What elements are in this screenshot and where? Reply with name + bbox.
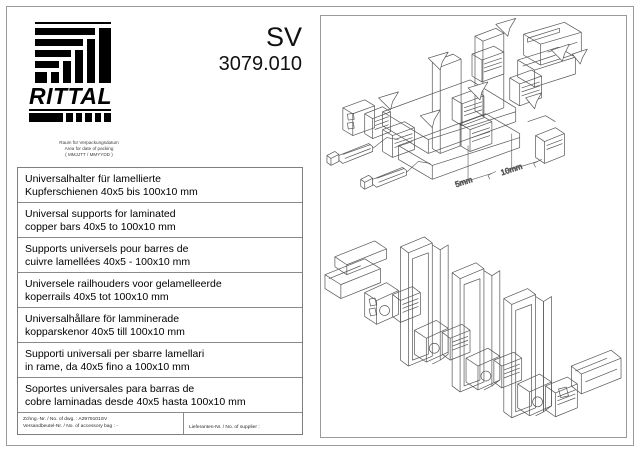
drawing-number: Zchng.-Nr. / No. of dwg. : A2979101SV [23, 417, 108, 422]
description-line: cobre laminadas desde 40x5 hasta 100x10 … [25, 395, 246, 408]
description-line: Soportes universales para barras de [25, 383, 195, 395]
table-row: Soportes universales para barras de cobr… [18, 378, 302, 413]
description-line: Universele railhouders voor gelamelleerd… [25, 278, 222, 290]
description-line: Supporti universali per sbarre lamellari [25, 348, 205, 360]
assembled-busbar-diagram [324, 236, 622, 419]
supplier-number: Lieferanten-Nr. / No. of supplier : [189, 425, 260, 430]
description-line: cuivre lamellées 40x5 - 100x10 mm [25, 255, 191, 268]
logo-bar-code [29, 113, 112, 122]
dimension-label-10mm: 10mm [500, 162, 524, 177]
page-title: SV [265, 22, 302, 52]
description-line: Kupferschienen 40x5 bis 100x10 mm [25, 185, 198, 198]
rittal-logo: RITTAL [29, 17, 119, 125]
description-line: kopparskenor 40x5 till 100x10 mm [25, 325, 185, 338]
exploded-assembly-diagram: 5mm 10mm [326, 18, 588, 190]
table-row: Supporti universali per sbarre lamellari… [18, 343, 302, 378]
part-number: 3079.010 [218, 53, 302, 75]
table-row: Universele railhouders voor gelamelleerd… [18, 273, 302, 308]
dimension-label-5mm: 5mm [454, 175, 474, 189]
description-line: Supports universels pour barres de [25, 243, 189, 255]
datasheet-page: RITTAL Raum für Verpackungsdatum Area fo… [6, 6, 634, 446]
description-line: in rame, da 40x5 fino a 100x10 mm [25, 360, 190, 373]
description-line: Universalhållare för lamminerade [25, 313, 180, 325]
description-line: Universalhalter für lamellierte [25, 173, 161, 185]
product-title-area: SV 3079.010 [219, 23, 302, 76]
rittal-logo-icon [29, 17, 111, 83]
table-row: Universalhållare för lamminerade koppars… [18, 308, 302, 343]
technical-drawing-panel: 5mm 10mm [320, 15, 627, 438]
accessory-bag-number: Versandbeutel-Nr. / No. of accessory bag… [23, 424, 118, 430]
description-line: koperrails 40x5 tot 100x10 mm [25, 290, 169, 303]
packaging-date-area: Raum für Verpackungsdatum Area for date … [29, 140, 149, 159]
description-line: copper bars 40x5 to 100x10 mm [25, 220, 176, 233]
footer-left-cell: Zchng.-Nr. / No. of dwg. : A2979101SV Ve… [18, 413, 184, 434]
logo-divider [29, 109, 111, 111]
description-line: Universal supports for laminated [25, 208, 176, 220]
packaging-date-line-en: Area for date of packing [64, 146, 114, 152]
description-table: Universalhalter für lamellierte Kupfersc… [17, 167, 303, 435]
left-info-panel: RITTAL Raum für Verpackungsdatum Area fo… [7, 7, 310, 445]
table-row: Universal supports for laminated copper … [18, 203, 302, 238]
footer-right-cell: Lieferanten-Nr. / No. of supplier : [184, 413, 302, 434]
packaging-date-format: ( MMJJTT / MMYYDD ) [65, 152, 113, 158]
rittal-wordmark: RITTAL [29, 83, 113, 109]
technical-drawing-svg: 5mm 10mm [324, 18, 622, 419]
table-row: Universalhalter für lamellierte Kupfersc… [18, 168, 302, 203]
footer-metadata: Zchng.-Nr. / No. of dwg. : A2979101SV Ve… [18, 413, 302, 434]
table-row: Supports universels pour barres de cuivr… [18, 238, 302, 273]
packaging-date-line-de: Raum für Verpackungsdatum [59, 140, 119, 145]
